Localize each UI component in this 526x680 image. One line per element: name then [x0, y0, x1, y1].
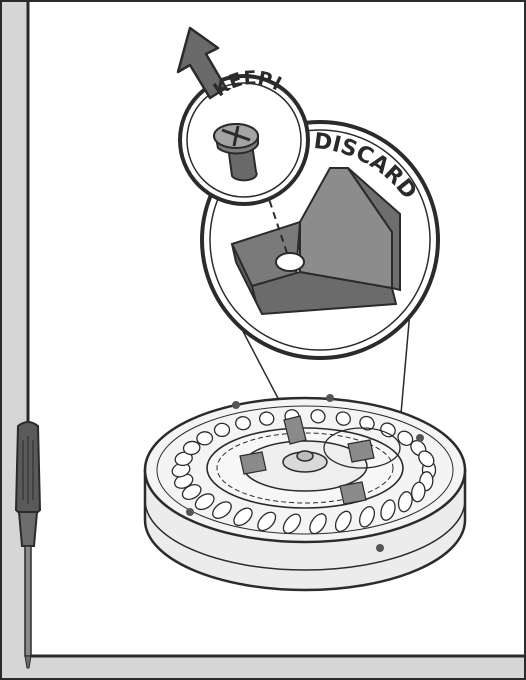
zoom-circle-screw	[180, 76, 308, 204]
motor-slot	[214, 423, 229, 436]
fan-motor-housing-icon	[145, 394, 465, 590]
motor-slot	[197, 431, 213, 445]
